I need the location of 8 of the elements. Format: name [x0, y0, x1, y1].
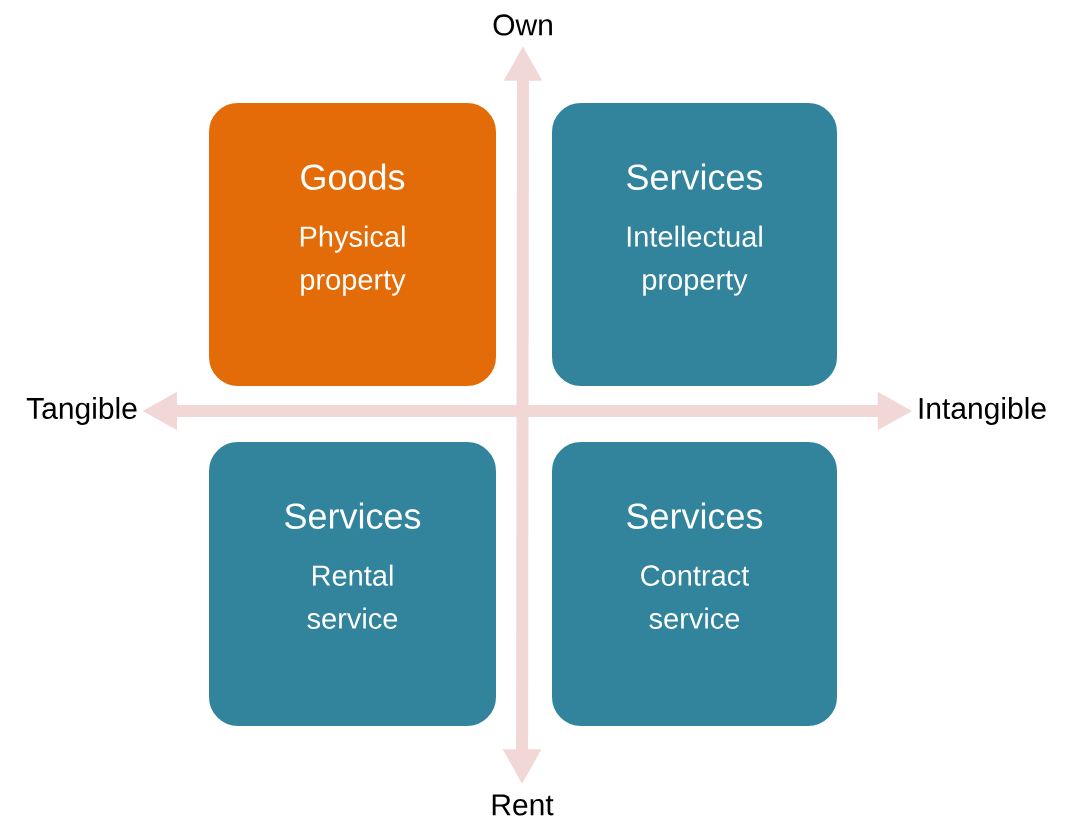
axis-label: Tangible [26, 397, 137, 425]
quadrant-box: Goods Physical property [207, 101, 498, 388]
axis-label: Rent [492, 794, 554, 816]
quadrant-box: Services Intellectual property [550, 101, 839, 388]
quadrant-box: Services Rental service [207, 440, 498, 728]
axis-label: Intangible [919, 397, 1046, 425]
quadrant-box: Services Contract service [550, 440, 839, 728]
axis-label: Own [493, 14, 552, 36]
